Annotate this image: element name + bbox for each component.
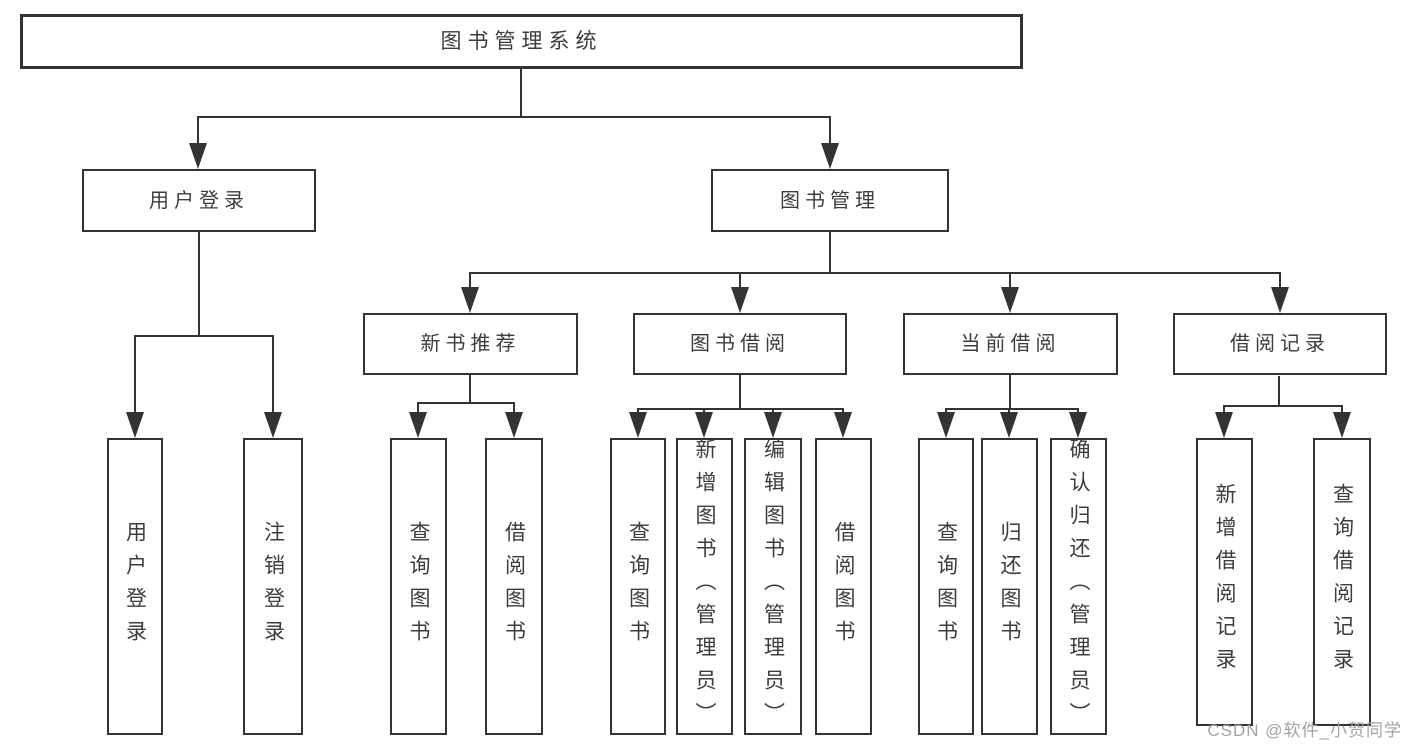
edge-stem-book-mgmt-split [829, 232, 831, 273]
edge-arm-book-borrow-split-3 [842, 409, 844, 412]
node-label-records-query: 查询借阅记录 [1330, 483, 1354, 681]
arrow-down-icon [1000, 412, 1018, 438]
node-label-records-add: 新增借阅记录 [1213, 483, 1236, 681]
edge-arm-current-borrow-split-1 [1008, 409, 1010, 412]
edge-arm-new-book-rec-split-0 [417, 403, 419, 412]
edge-arm-root-split-0 [197, 117, 199, 143]
arrow-down-icon [1271, 287, 1289, 313]
edge-stem-borrow-records-split [1278, 376, 1280, 406]
edge-bar-borrow-records-split [1223, 405, 1343, 407]
edge-arm-user-login-split-1 [272, 336, 274, 412]
node-rec-query-books: 查询图书 [390, 438, 447, 735]
node-records-add: 新增借阅记录 [1196, 438, 1253, 726]
node-label-book-borrow: 图书借阅 [690, 333, 790, 355]
edge-arm-book-borrow-split-0 [637, 409, 639, 412]
edge-stem-current-borrow-split [1009, 375, 1011, 409]
arrow-down-icon [264, 412, 282, 438]
edge-arm-book-mgmt-split-0 [469, 273, 471, 287]
arrow-down-icon [695, 412, 713, 438]
edge-stem-user-login-split [198, 232, 200, 336]
node-borrow-records: 借阅记录 [1173, 313, 1387, 375]
node-label-book-mgmt: 图书管理 [780, 189, 880, 212]
csdn-watermark: CSDN @软件_小贺同学 [1207, 721, 1402, 740]
edge-arm-book-mgmt-split-3 [1279, 273, 1281, 287]
arrow-down-icon [629, 412, 647, 438]
edge-stem-root-split [520, 69, 522, 117]
node-logout-leaf: 注销登录 [243, 438, 303, 735]
node-label-user-login: 用户登录 [149, 189, 249, 212]
node-user-login: 用户登录 [82, 169, 316, 232]
arrow-down-icon [731, 287, 749, 313]
edge-arm-borrow-records-split-0 [1223, 406, 1225, 412]
arrow-down-icon [189, 143, 207, 169]
arrow-down-icon [937, 412, 955, 438]
arrow-down-icon [834, 412, 852, 438]
node-label-current-return-books: 归还图书 [998, 520, 1021, 653]
node-label-rec-query-books: 查询图书 [407, 520, 430, 653]
node-label-new-book-rec: 新书推荐 [420, 333, 521, 355]
node-book-mgmt: 图书管理 [711, 169, 949, 232]
node-current-query-books: 查询图书 [918, 438, 974, 735]
arrow-down-icon [764, 412, 782, 438]
node-label-root: 图书管理系统 [440, 29, 603, 53]
arrow-down-icon [505, 412, 523, 438]
node-borrow-add-books: 新增图书（管理员） [676, 438, 733, 735]
edge-arm-book-mgmt-split-1 [739, 273, 741, 287]
edge-arm-new-book-rec-split-1 [513, 403, 515, 412]
node-label-current-borrow: 当前借阅 [960, 333, 1061, 355]
edge-bar-root-split [197, 116, 831, 118]
node-borrow-edit-books: 编辑图书（管理员） [744, 438, 802, 735]
edge-bar-book-borrow-split [637, 408, 844, 410]
node-label-current-query-books: 查询图书 [934, 520, 958, 653]
edge-stem-book-borrow-split [739, 375, 741, 409]
edge-arm-root-split-1 [829, 117, 831, 143]
arrow-down-icon [821, 143, 839, 169]
edge-arm-book-mgmt-split-2 [1009, 273, 1011, 287]
node-current-borrow: 当前借阅 [903, 313, 1118, 375]
node-records-query: 查询借阅记录 [1313, 438, 1371, 726]
edge-bar-current-borrow-split [945, 408, 1079, 410]
node-current-return-books: 归还图书 [981, 438, 1038, 735]
edge-stem-new-book-rec-split [469, 375, 471, 403]
node-label-logout-leaf: 注销登录 [261, 520, 285, 653]
edge-arm-current-borrow-split-2 [1077, 409, 1079, 412]
arrow-down-icon [1069, 412, 1087, 438]
node-new-book-rec: 新书推荐 [363, 313, 578, 375]
edge-arm-book-borrow-split-2 [772, 409, 774, 412]
arrow-down-icon [1333, 412, 1351, 438]
arrow-down-icon [126, 412, 144, 438]
node-root: 图书管理系统 [20, 14, 1023, 69]
node-label-borrow-edit-books: 编辑图书（管理员） [761, 438, 785, 735]
arrow-down-icon [1215, 412, 1233, 438]
node-label-borrow-records: 借阅记录 [1230, 333, 1330, 355]
edge-arm-user-login-split-0 [134, 336, 136, 412]
node-login-leaf: 用户登录 [107, 438, 163, 735]
arrow-down-icon [461, 287, 479, 313]
arrow-down-icon [409, 412, 427, 438]
node-borrow-query-books: 查询图书 [610, 438, 666, 735]
edge-bar-user-login-split [134, 335, 274, 337]
node-borrow-borrow-books: 借阅图书 [815, 438, 872, 735]
node-label-borrow-add-books: 新增图书（管理员） [693, 438, 716, 735]
edge-bar-book-mgmt-split [469, 272, 1281, 274]
node-book-borrow: 图书借阅 [633, 313, 847, 375]
edge-arm-borrow-records-split-1 [1341, 406, 1343, 412]
node-label-borrow-query-books: 查询图书 [626, 520, 650, 653]
edge-bar-new-book-rec-split [417, 402, 515, 404]
node-label-rec-borrow-books: 借阅图书 [502, 520, 526, 653]
node-label-login-leaf: 用户登录 [123, 520, 147, 653]
arrow-down-icon [1001, 287, 1019, 313]
node-rec-borrow-books: 借阅图书 [485, 438, 543, 735]
edge-arm-book-borrow-split-1 [703, 409, 705, 412]
node-label-borrow-borrow-books: 借阅图书 [832, 520, 855, 653]
node-current-confirm-return: 确认归还（管理员） [1050, 438, 1107, 735]
node-label-current-confirm-return: 确认归还（管理员） [1067, 438, 1090, 735]
edge-arm-current-borrow-split-0 [945, 409, 947, 412]
